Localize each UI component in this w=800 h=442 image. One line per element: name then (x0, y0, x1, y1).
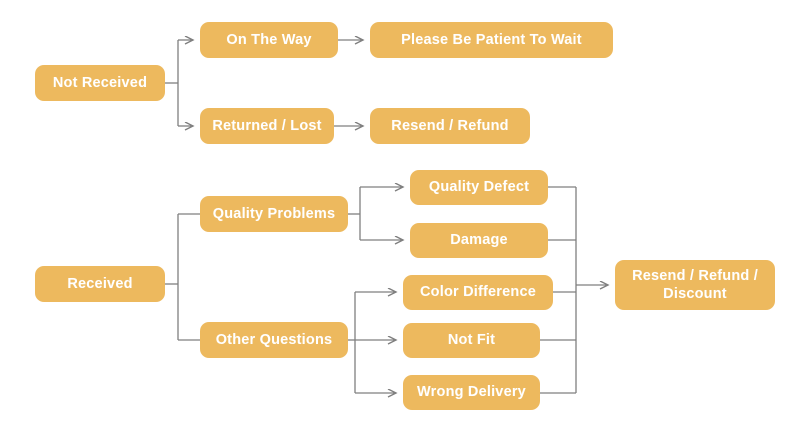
node-on-the-way[interactable]: On The Way (200, 22, 338, 58)
node-other-questions[interactable]: Other Questions (200, 322, 348, 358)
node-quality-problems[interactable]: Quality Problems (200, 196, 348, 232)
node-please-be-patient-to-wait[interactable]: Please Be Patient To Wait (370, 22, 613, 58)
node-resend-refund[interactable]: Resend / Refund (370, 108, 530, 144)
node-received[interactable]: Received (35, 266, 165, 302)
node-wrong-delivery[interactable]: Wrong Delivery (403, 375, 540, 410)
node-quality-defect[interactable]: Quality Defect (410, 170, 548, 205)
node-damage[interactable]: Damage (410, 223, 548, 258)
node-resend-refund-discount[interactable]: Resend / Refund / Discount (615, 260, 775, 310)
node-returned-lost[interactable]: Returned / Lost (200, 108, 334, 144)
node-not-fit[interactable]: Not Fit (403, 323, 540, 358)
node-not-received[interactable]: Not Received (35, 65, 165, 101)
node-color-difference[interactable]: Color Difference (403, 275, 553, 310)
